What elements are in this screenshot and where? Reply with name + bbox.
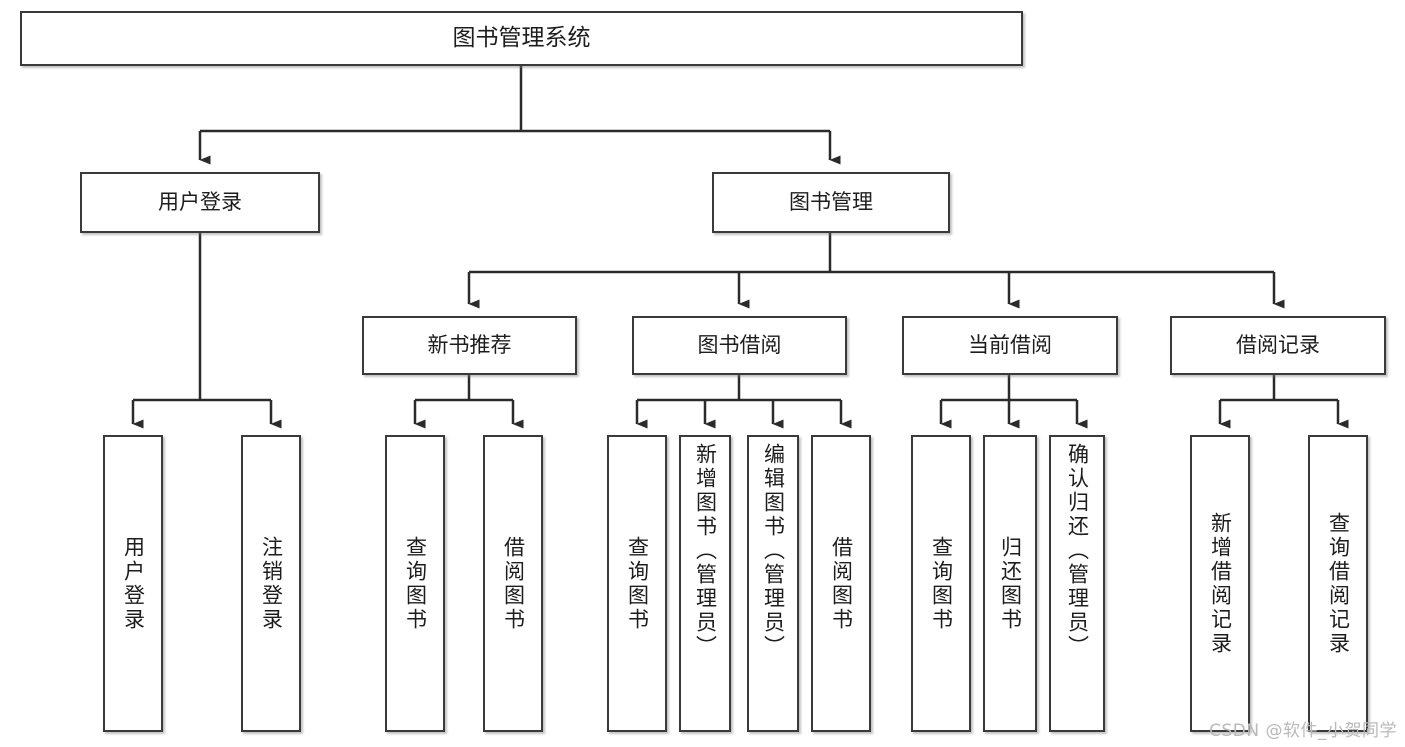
- node-label: 用户登录: [121, 535, 146, 632]
- leaf-edit-book-admin[interactable]: 编辑图书（管理员）: [747, 435, 799, 732]
- node-label: 查询图书: [625, 535, 650, 632]
- node-label: 当前借阅: [968, 333, 1052, 358]
- node-label: 确认归还（管理员）: [1065, 443, 1090, 659]
- node-label: 用户登录: [158, 190, 242, 215]
- leaf-query-book-current[interactable]: 查询图书: [911, 435, 971, 732]
- node-label: 借阅图书: [829, 535, 854, 632]
- leaf-return-book[interactable]: 归还图书: [983, 435, 1037, 732]
- leaf-add-book-admin[interactable]: 新增图书（管理员）: [679, 435, 731, 732]
- leaf-user-login[interactable]: 用户登录: [103, 435, 163, 732]
- node-book-management[interactable]: 图书管理: [712, 172, 950, 233]
- node-label: 图书管理系统: [452, 25, 591, 52]
- watermark-csdn: CSDN @软件_小贺同学: [1209, 721, 1397, 741]
- node-label: 图书借阅: [697, 333, 782, 358]
- node-label: 注销登录: [259, 535, 284, 632]
- node-new-book-recommendation[interactable]: 新书推荐: [362, 316, 577, 375]
- leaf-confirm-return-admin[interactable]: 确认归还（管理员）: [1049, 435, 1105, 732]
- node-book-borrowing[interactable]: 图书借阅: [632, 316, 847, 375]
- leaf-borrow-book-borrowing[interactable]: 借阅图书: [811, 435, 871, 732]
- node-label: 新增借阅记录: [1208, 511, 1233, 656]
- node-label: 归还图书: [998, 535, 1023, 632]
- leaf-borrow-book-newbook[interactable]: 借阅图书: [483, 435, 543, 732]
- leaf-query-book-borrowing[interactable]: 查询图书: [607, 435, 667, 732]
- leaf-query-book-newbook[interactable]: 查询图书: [385, 435, 445, 732]
- node-label: 编辑图书（管理员）: [761, 443, 786, 659]
- node-label: 借阅图书: [501, 535, 526, 632]
- node-label: 查询借阅记录: [1326, 511, 1351, 656]
- node-borrowing-record[interactable]: 借阅记录: [1170, 316, 1386, 375]
- node-root-book-management-system[interactable]: 图书管理系统: [20, 11, 1023, 66]
- node-label: 新增图书（管理员）: [693, 443, 718, 659]
- leaf-logout[interactable]: 注销登录: [241, 435, 301, 732]
- leaf-query-borrow-record[interactable]: 查询借阅记录: [1308, 435, 1368, 732]
- node-label: 查询图书: [929, 535, 954, 632]
- node-label: 借阅记录: [1236, 333, 1320, 358]
- node-label: 新书推荐: [427, 333, 512, 358]
- node-label: 查询图书: [403, 535, 428, 632]
- node-current-borrowing[interactable]: 当前借阅: [902, 316, 1118, 375]
- leaf-add-borrow-record[interactable]: 新增借阅记录: [1190, 435, 1250, 732]
- node-label: 图书管理: [789, 190, 873, 215]
- node-user-login[interactable]: 用户登录: [80, 172, 320, 233]
